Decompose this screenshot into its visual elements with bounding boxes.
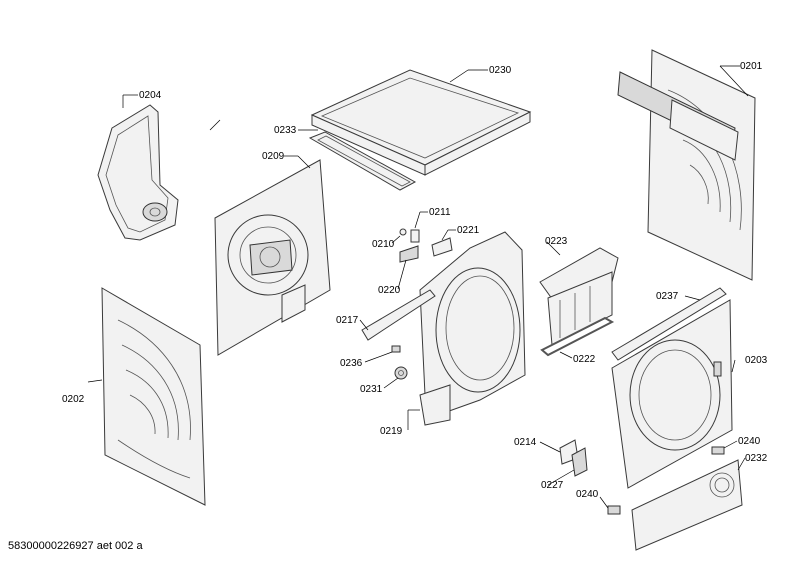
label-0236: 0236 xyxy=(340,358,363,369)
label-0211: 0211 xyxy=(429,207,451,218)
label-0201: 0201 xyxy=(740,61,763,72)
label-0222: 0222 xyxy=(573,354,596,365)
part-0237-top-bar[interactable] xyxy=(611,287,727,361)
part-0217-bracket-strip[interactable] xyxy=(361,289,436,341)
label-0227: 0227 xyxy=(541,480,564,491)
part-0211-sensor[interactable] xyxy=(410,229,420,243)
part-0222-seal[interactable] xyxy=(540,316,615,357)
label-0230: 0230 xyxy=(489,65,512,76)
label-0232: 0232 xyxy=(745,453,768,464)
part-0240-hinge-lower[interactable] xyxy=(607,505,621,515)
part-0204-air-duct[interactable] xyxy=(97,104,179,241)
part-0233-top-frame[interactable] xyxy=(308,131,417,191)
label-0240-upper: 0240 xyxy=(738,436,761,447)
label-0217: 0217 xyxy=(336,315,359,326)
part-0240-hinge-upper[interactable] xyxy=(711,446,725,455)
part-0209-back-wall[interactable] xyxy=(214,159,331,356)
document-id: 58300000226927 aet 002 a xyxy=(8,540,143,552)
label-0209: 0209 xyxy=(262,151,285,162)
label-0233: 0233 xyxy=(274,125,297,136)
part-0219-front-frame[interactable] xyxy=(419,231,526,426)
part-0203-front-panel[interactable] xyxy=(611,299,733,489)
part-0236-clip[interactable] xyxy=(391,345,401,353)
part-0210-screw[interactable] xyxy=(399,228,407,236)
label-0202: 0202 xyxy=(62,394,85,405)
leader-lines xyxy=(87,65,749,509)
label-0219: 0219 xyxy=(380,426,403,437)
part-0231-knob[interactable] xyxy=(394,366,408,380)
part-0201-rear-panel[interactable] xyxy=(617,49,756,281)
part-0227-lock-cover[interactable] xyxy=(571,447,588,477)
part-0232-plinth[interactable] xyxy=(631,459,743,551)
part-0221-bracket[interactable] xyxy=(431,237,453,257)
label-0210: 0210 xyxy=(372,239,395,250)
part-0202-side-panel[interactable] xyxy=(101,287,206,506)
label-0220: 0220 xyxy=(378,285,401,296)
label-0240-lower: 0240 xyxy=(576,489,599,500)
label-0204: 0204 xyxy=(139,90,162,101)
label-0221: 0221 xyxy=(457,225,480,236)
label-0237: 0237 xyxy=(656,291,679,302)
label-0223: 0223 xyxy=(545,236,568,247)
label-0214: 0214 xyxy=(514,437,537,448)
label-0203: 0203 xyxy=(745,355,768,366)
label-0231: 0231 xyxy=(360,384,383,395)
part-0220-connector[interactable] xyxy=(399,245,419,263)
part-0230-top-cover[interactable] xyxy=(310,69,532,176)
part-0223-filter-housing[interactable] xyxy=(539,247,619,346)
